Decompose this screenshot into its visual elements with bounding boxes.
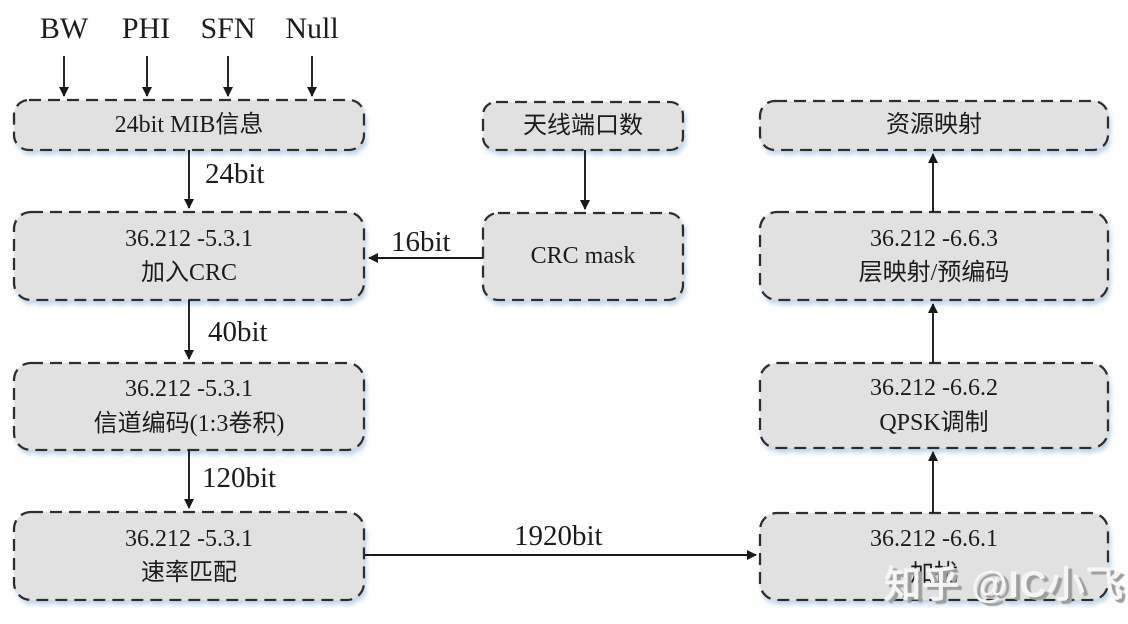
crcmask-box-shape [481, 211, 685, 302]
coding-box-line2: 信道编码(1:3卷积) [93, 410, 285, 437]
resource-box-label: 资源映射 [886, 112, 982, 139]
resource-box-shape [758, 99, 1110, 152]
rate-box-line1: 36.212 -5.3.1 [125, 525, 253, 552]
addcrc-box-line1: 36.212 -5.3.1 [125, 225, 253, 252]
addcrc-box-line2: 加入CRC [140, 260, 238, 286]
coding-box-line1: 36.212 -5.3.1 [125, 376, 253, 403]
scramble-box-line2: 加扰 [910, 560, 958, 587]
rate-box-shape [12, 510, 366, 602]
edge-label-16bit: 16bit [391, 226, 451, 258]
input-label-sfn: SFN [200, 12, 256, 45]
rate-box-line2: 速率匹配 [141, 560, 237, 586]
qpsk-box-shape [758, 361, 1110, 450]
edge-label-120bit: 120bit [202, 462, 277, 494]
addcrc-box: 36.212 -5.3.1 加入CRC [14, 212, 364, 300]
input-label-phi: PHI [121, 12, 171, 45]
mib-box: 24bit MIB信息 [14, 100, 364, 150]
input-label-bw: BW [39, 12, 89, 45]
input-label-null: Null [285, 12, 339, 45]
qpsk-box-line2: QPSK调制 [879, 409, 989, 436]
mib-box-label: 24bit MIB信息 [114, 111, 264, 138]
antenna-box-label: 天线端口数 [523, 112, 643, 139]
scramble-box: 36.212 -6.6.1 加扰 [760, 513, 1108, 600]
zhihu-watermark: 知乎 @IC小飞 [884, 564, 1124, 605]
qpsk-box: 36.212 -6.6.2 QPSK调制 [760, 363, 1108, 448]
crcmask-box-label: CRC mask [530, 243, 636, 270]
antenna-box: 天线端口数 [483, 102, 683, 150]
coding-box: 36.212 -5.3.1 信道编码(1:3卷积) [14, 363, 364, 450]
qpsk-box-line1: 36.212 -6.6.2 [870, 375, 998, 402]
rate-box: 36.212 -5.3.1 速率匹配 [14, 512, 364, 600]
layermap-box-line2: 层映射/预编码 [858, 260, 1010, 286]
crcmask-box: CRC mask [483, 213, 683, 300]
antenna-box-shape [481, 100, 685, 152]
layermap-box-line1: 36.212 -6.6.3 [870, 225, 998, 252]
edge-label-24bit: 24bit [205, 158, 265, 190]
edge-label-1920bit: 1920bit [514, 520, 603, 552]
layermap-box: 36.212 -6.6.3 层映射/预编码 [760, 212, 1108, 300]
edge-label-40bit: 40bit [208, 316, 268, 348]
scramble-box-shape [758, 511, 1110, 602]
resource-box: 资源映射 [760, 101, 1108, 150]
scramble-box-line1: 36.212 -6.6.1 [870, 526, 998, 553]
layermap-box-shape [758, 210, 1110, 302]
mib-box-shape [12, 98, 366, 152]
